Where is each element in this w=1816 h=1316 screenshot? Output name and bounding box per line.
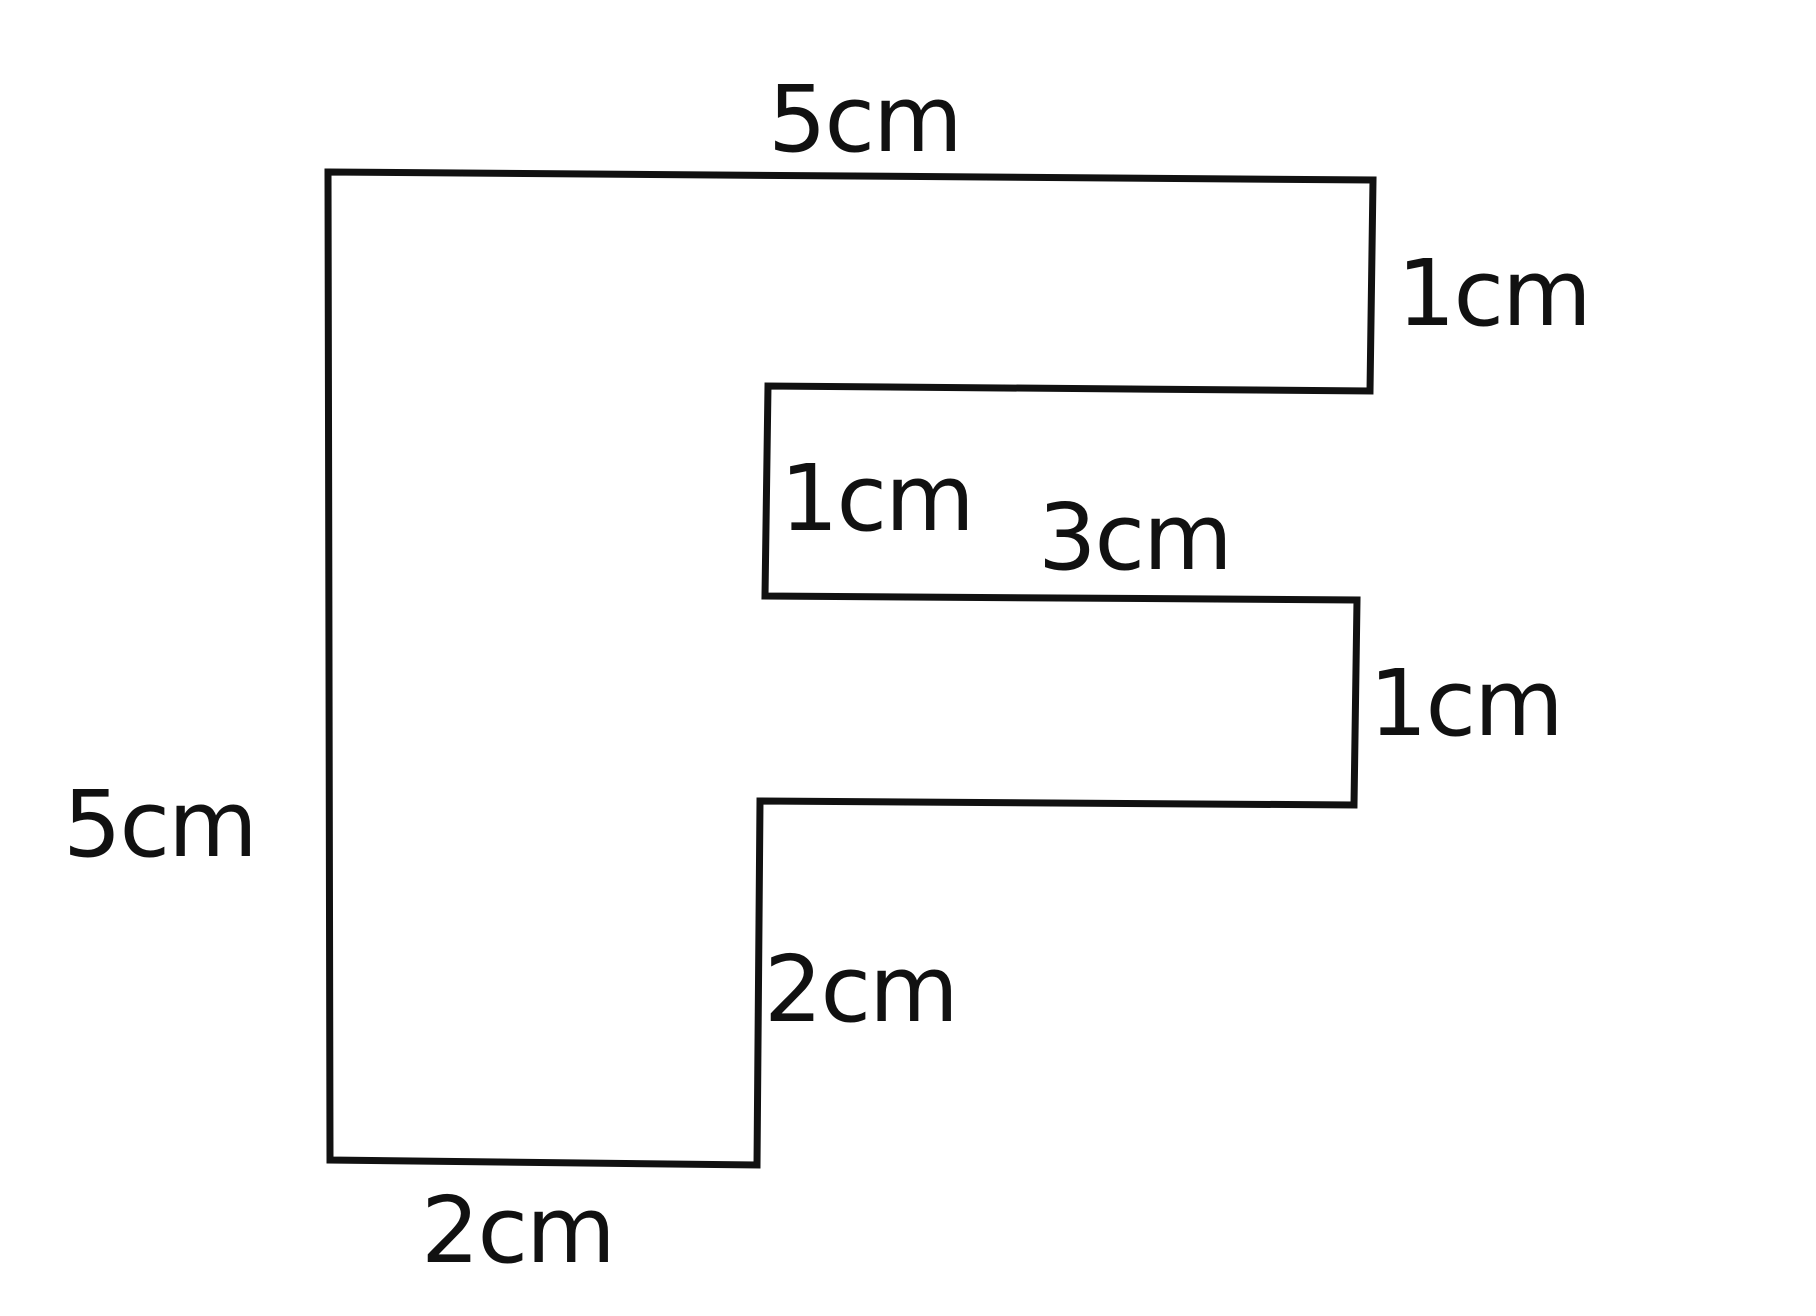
label-top-width: 5cm xyxy=(768,66,961,173)
label-lower-step-height: 2cm xyxy=(764,936,957,1043)
label-middle-arm-length: 3cm xyxy=(1038,484,1231,591)
label-bottom-width: 2cm xyxy=(421,1177,614,1284)
label-notch-height: 1cm xyxy=(780,445,973,552)
label-left-height: 5cm xyxy=(63,771,256,878)
label-top-arm-height: 1cm xyxy=(1397,240,1590,347)
label-middle-arm-height: 1cm xyxy=(1369,650,1562,757)
f-shape-outline xyxy=(324,168,1377,1169)
